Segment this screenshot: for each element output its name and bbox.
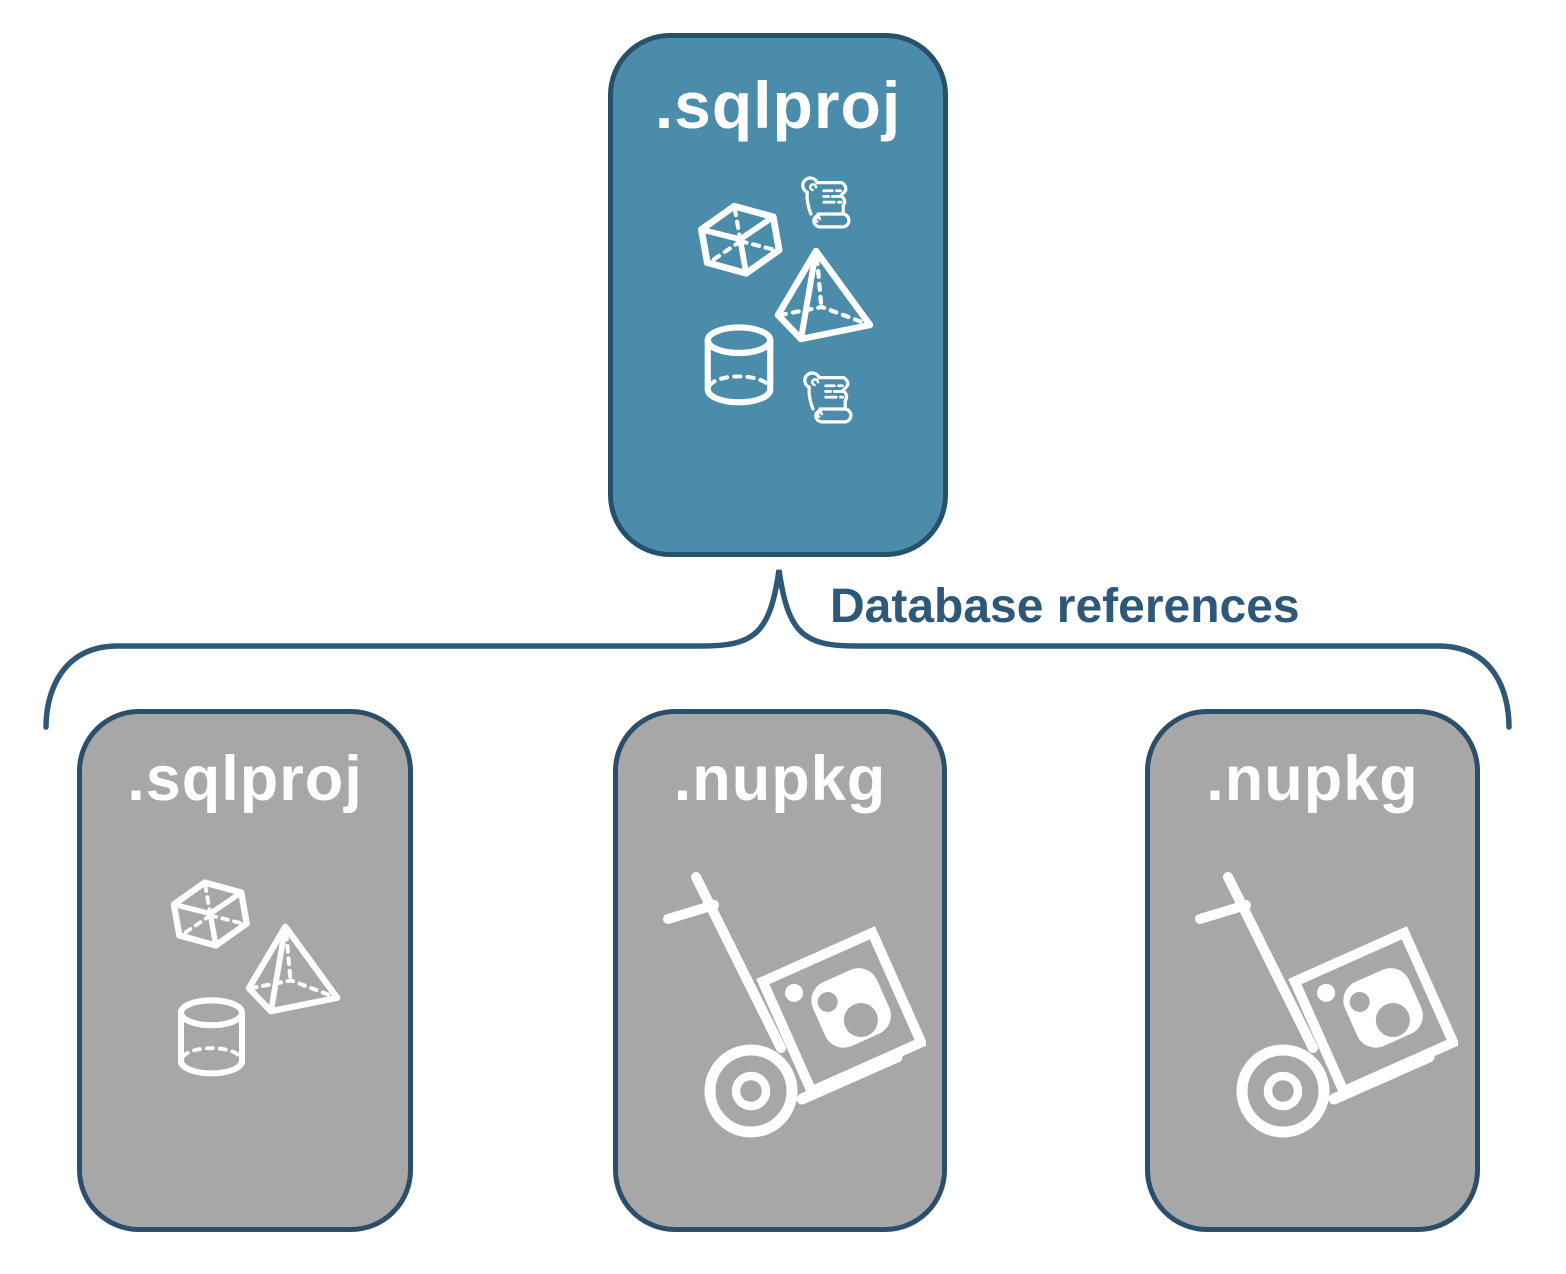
- child-box-label: .nupkg: [673, 744, 887, 814]
- nuget-handtruck-icon: [1178, 864, 1458, 1194]
- pyramid-icon: [241, 921, 347, 1017]
- connector-label: Database references: [830, 580, 1300, 633]
- child-box-nupkg-2: .nupkg: [1145, 709, 1480, 1232]
- child-box-nupkg-1: .nupkg: [613, 709, 947, 1232]
- child-box-label: .nupkg: [1206, 744, 1419, 814]
- scroll-icon: [800, 176, 857, 234]
- child-box-label: .sqlproj: [127, 744, 363, 814]
- cylinder-icon: [172, 993, 251, 1079]
- root-box-sqlproj: .sqlproj: [608, 33, 948, 557]
- scroll-icon: [802, 370, 859, 430]
- root-box-label: .sqlproj: [654, 68, 902, 142]
- child-box-sqlproj: .sqlproj: [77, 709, 413, 1232]
- cylinder-icon: [699, 320, 779, 408]
- nuget-handtruck-icon: [646, 864, 926, 1194]
- pyramid-icon: [770, 245, 880, 345]
